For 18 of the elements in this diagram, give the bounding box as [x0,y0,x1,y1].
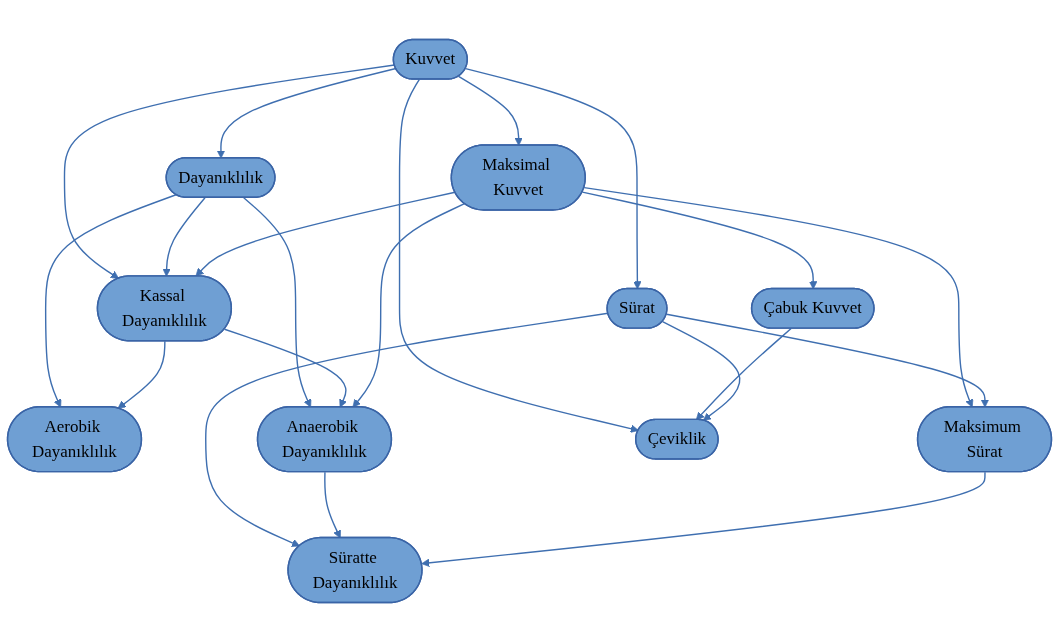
arrow [695,328,792,421]
arrow [661,321,741,422]
arrow [63,64,396,280]
arrow [216,68,397,159]
arrow [581,191,818,290]
arrow [421,471,986,568]
arrow [223,329,347,408]
arrow [44,194,177,408]
arrow [398,79,639,434]
arrow [162,197,206,278]
arrow [583,187,974,408]
arrow [464,68,642,290]
arrow [324,471,341,539]
arrow [243,197,312,408]
arrow [117,341,166,410]
arrow [195,191,456,278]
arrow [352,203,466,408]
arrow [457,76,523,147]
